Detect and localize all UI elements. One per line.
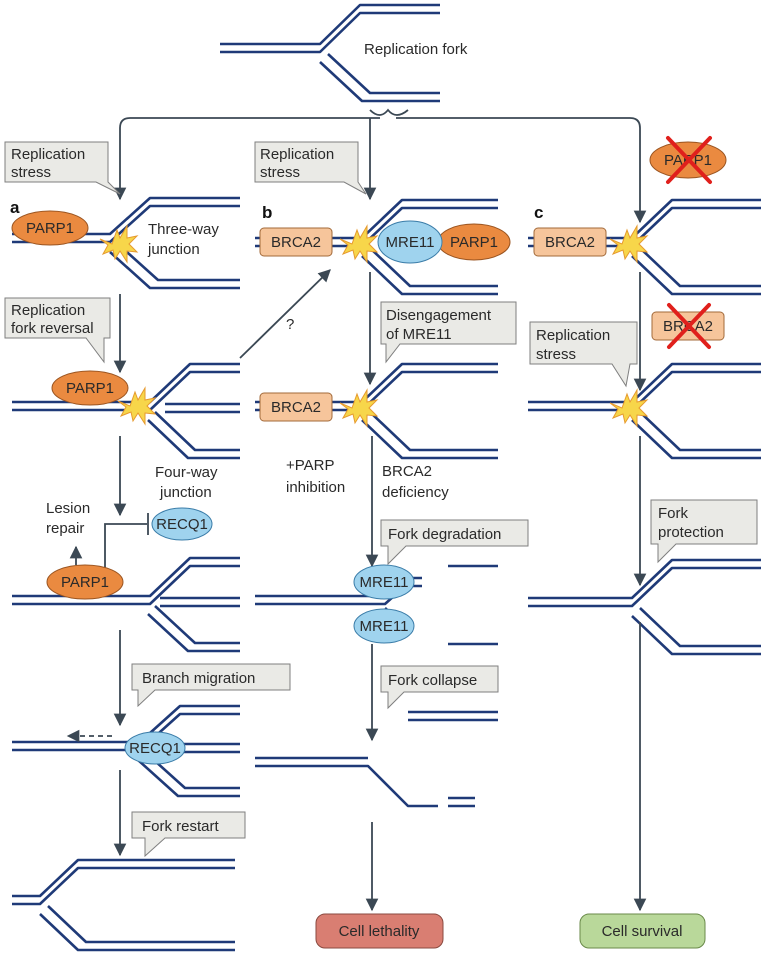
fork-protection-line1: Fork <box>658 505 689 522</box>
parp1-label: PARP1 <box>61 574 109 591</box>
three-way-junction-line2: junction <box>147 241 200 258</box>
mre11-label: MRE11 <box>360 618 409 635</box>
replication-stress-line2: stress <box>536 346 576 363</box>
brca2-protein <box>533 227 607 257</box>
arrow-reversal-to-b <box>239 269 331 359</box>
brca2-deficiency-line2: deficiency <box>382 484 449 501</box>
fork-restart-label: Fork restart <box>142 818 220 835</box>
lesion-star-icon <box>609 224 649 264</box>
brca2-protein <box>259 392 333 422</box>
parp1-protein <box>51 370 129 406</box>
fork-four-way-a <box>12 556 240 653</box>
replication-stress-line2: stress <box>260 164 300 181</box>
branch-migration-label: Branch migration <box>142 670 255 687</box>
cell-lethality-label: Cell lethality <box>339 923 420 940</box>
mre11-label: MRE11 <box>386 234 435 251</box>
fork-c2 <box>528 362 761 460</box>
lesion-star-icon <box>99 224 139 264</box>
fork-degradation-label: Fork degradation <box>388 526 501 543</box>
brca2-deficiency-line1: BRCA2 <box>382 463 432 480</box>
panel-b-label: b <box>262 203 272 222</box>
distribution-arrows <box>113 108 647 224</box>
question-mark: ? <box>286 316 294 333</box>
disengagement-line1: Disengagement <box>386 307 492 324</box>
recq1-protein <box>124 731 186 765</box>
disengagement-callout: Disengagement of MRE11 <box>380 301 517 364</box>
lesion-star-icon <box>339 224 379 264</box>
parp-inhibition-line1: +PARP <box>286 457 335 474</box>
fork-restart-callout: Fork restart <box>131 811 246 858</box>
brca2-label: BRCA2 <box>271 399 321 416</box>
fork-reversal-line2: fork reversal <box>11 320 94 337</box>
replication-stress-callout-c: Replication stress <box>529 321 638 388</box>
three-way-junction-line1: Three-way <box>148 221 219 238</box>
four-way-junction-line1: Four-way <box>155 464 218 481</box>
top-replication-fork <box>220 3 440 103</box>
fork-collapsed-b <box>255 710 498 808</box>
replication-fork-label: Replication fork <box>364 41 468 58</box>
fork-protected-c <box>528 558 761 656</box>
replication-stress-callout-b: Replication stress <box>254 141 367 195</box>
replication-stress-line1: Replication <box>11 146 85 163</box>
replication-stress-callout-a: Replication stress <box>4 141 121 195</box>
fork-degradation-callout: Fork degradation <box>380 519 529 566</box>
mre11-protein <box>353 608 415 644</box>
recq1-protein <box>151 507 213 541</box>
replication-stress-line2: stress <box>11 164 51 181</box>
inhibition-line <box>104 523 147 570</box>
parp1-label: PARP1 <box>26 220 74 237</box>
replication-fork-reversal-callout: Replication fork reversal <box>4 297 111 364</box>
fork-reversal-line1: Replication <box>11 302 85 319</box>
parp1-label: PARP1 <box>450 234 498 251</box>
replication-stress-line1: Replication <box>536 327 610 344</box>
fork-restarted-a <box>12 858 235 952</box>
cell-survival-box <box>579 913 706 949</box>
parp1-protein <box>46 564 124 600</box>
replication-stress-line1: Replication <box>260 146 334 163</box>
brca2-label: BRCA2 <box>271 234 321 251</box>
fork-protection-callout: Fork protection <box>650 499 758 564</box>
panel-a-label: a <box>10 198 20 217</box>
branch-migration-callout: Branch migration <box>131 663 291 708</box>
parp1-label: PARP1 <box>66 380 114 397</box>
four-way-junction-line2: junction <box>159 484 212 501</box>
mre11-protein <box>377 220 443 264</box>
parp1-protein <box>11 210 89 246</box>
panel-c-label: c <box>534 203 543 222</box>
recq1-label: RECQ1 <box>156 516 208 533</box>
disengagement-line2: of MRE11 <box>386 326 452 343</box>
fork-collapse-label: Fork collapse <box>388 672 477 689</box>
lesion-star-icon <box>117 386 157 426</box>
recq1-label: RECQ1 <box>129 740 181 757</box>
lesion-star-icon <box>609 388 649 428</box>
parp-inhibition-line2: inhibition <box>286 479 345 496</box>
inhibition-cross-icon <box>667 303 711 349</box>
inhibition-cross-icon <box>666 136 712 184</box>
cell-survival-label: Cell survival <box>602 923 683 940</box>
mre11-label: MRE11 <box>360 574 409 591</box>
fork-protection-line2: protection <box>658 524 724 541</box>
mre11-protein <box>353 564 415 600</box>
cell-lethality-box <box>315 913 444 949</box>
fork-collapse-callout: Fork collapse <box>380 665 499 710</box>
lesion-repair-line1: Lesion <box>46 500 90 517</box>
brca2-protein <box>259 227 333 257</box>
brca2-label: BRCA2 <box>545 234 595 251</box>
lesion-star-icon <box>339 388 379 428</box>
lesion-repair-line2: repair <box>46 520 84 537</box>
